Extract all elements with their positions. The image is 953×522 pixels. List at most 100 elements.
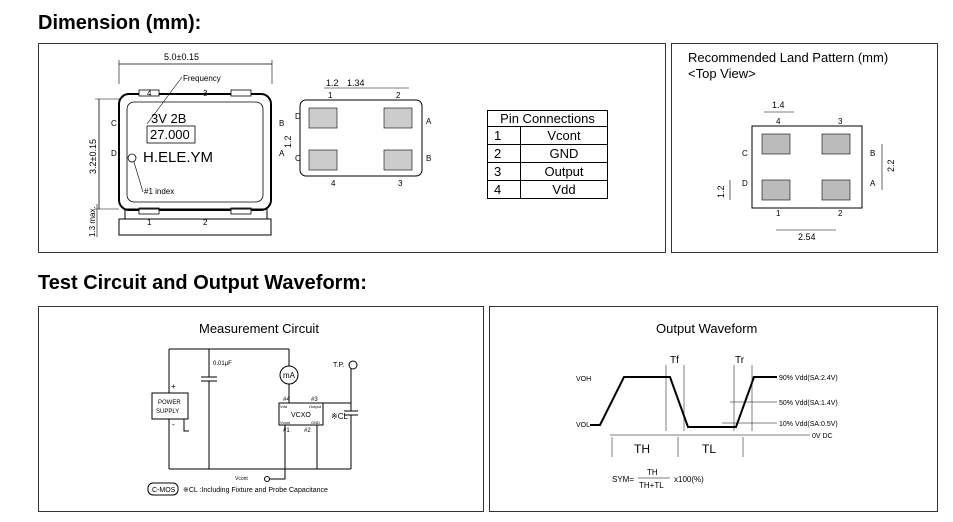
pin-cell: 4 xyxy=(487,180,521,199)
frequency-callout: Frequency xyxy=(183,74,221,83)
circuit-schematic: 0.01μF mA POWER SUPPLY + - VCXO Vdd Outp… xyxy=(147,348,358,496)
pin-cell: 1 xyxy=(487,126,521,145)
circuit-title: Measurement Circuit xyxy=(199,321,319,336)
land-pattern-subtitle: <Top View> xyxy=(688,66,756,81)
pin-name-cell: Vcont xyxy=(520,126,608,145)
land-dim-right: 2.2 xyxy=(886,159,896,172)
circuit-panel: Measurement Circuit 0.01μF mA POWER SUPP… xyxy=(38,306,484,512)
land-dim-top: 1.4 xyxy=(772,100,785,110)
thickness-dimension: 1.3 max. xyxy=(88,206,97,237)
land-pattern-drawing: 1.4 4 3 1 2 C D B A 2.2 1.2 2.54 xyxy=(716,100,896,242)
land-pin-4: 4 xyxy=(776,117,781,126)
bottom-letter-a: A xyxy=(426,117,432,126)
pin-num-1: #1 xyxy=(283,428,290,434)
height-dimension: 3.2±0.15 xyxy=(88,139,98,174)
land-pin-3: 3 xyxy=(838,117,843,126)
pin-cell: 3 xyxy=(487,162,521,181)
sym-suffix: x100(%) xyxy=(674,475,704,484)
dimension-section-title: Dimension (mm): xyxy=(38,12,202,34)
sym-denominator: TH+TL xyxy=(639,481,664,490)
bottom-letter-c: C xyxy=(295,154,301,163)
test-point xyxy=(348,360,358,370)
test-section-title: Test Circuit and Output Waveform: xyxy=(38,272,367,294)
waveform-panel: Output Waveform VOH VOL Tf Tr 90% Vdd(SA… xyxy=(489,306,938,512)
pin-number-2: 2 xyxy=(203,218,208,227)
pin-num-4: #4 xyxy=(283,397,290,403)
pin-letter-d: D xyxy=(111,149,117,158)
vcont-input-label: Vcont xyxy=(235,476,248,482)
bottom-dim-a: 1.2 xyxy=(326,78,339,88)
package-side-view: 1.3 max. xyxy=(88,204,272,237)
pin-table-header: Pin Connections xyxy=(487,110,608,127)
waveform-diagram: VOH VOL Tf Tr 90% Vdd(SA:2.4V) 50% Vdd(S… xyxy=(576,355,838,490)
th-label: TH xyxy=(634,442,650,456)
land-dim-left: 1.2 xyxy=(716,185,726,198)
sym-prefix: SYM= xyxy=(612,475,634,484)
power-plus: + xyxy=(171,382,176,391)
marking-line-3: H.ELE.YM xyxy=(143,149,213,166)
pin-letter-b: B xyxy=(279,119,284,128)
marking-line-1: 3V 2B xyxy=(151,111,186,126)
level-0: 0V DC xyxy=(812,433,833,440)
vcont-pin-label: Vcont xyxy=(280,420,291,425)
vol-label: VOL xyxy=(576,422,590,429)
bottom-pin-4: 4 xyxy=(331,179,336,188)
power-label-2: SUPPLY xyxy=(156,409,179,415)
marking-line-2: 27.000 xyxy=(150,127,190,142)
pin-number-3: 3 xyxy=(203,89,208,98)
vcxo-label: VCXO xyxy=(291,412,311,419)
pin-name-cell: Output xyxy=(520,162,608,181)
power-label-1: POWER xyxy=(158,400,181,406)
tl-label: TL xyxy=(702,442,716,456)
power-supply-box xyxy=(151,392,189,420)
cap-value: 0.01μF xyxy=(213,361,232,367)
land-dim-bottom: 2.54 xyxy=(798,232,816,242)
pin-number-4: 4 xyxy=(147,89,152,98)
power-minus: - xyxy=(172,420,175,429)
pin-num-2: #2 xyxy=(304,428,311,434)
land-letter-c: C xyxy=(742,149,748,158)
pin-cell: 2 xyxy=(487,144,521,163)
pin-number-1: 1 xyxy=(147,218,152,227)
tf-label: Tf xyxy=(670,355,679,366)
pin-letter-c: C xyxy=(111,119,117,128)
gnd-pin-label: GND xyxy=(311,420,320,425)
tr-label: Tr xyxy=(735,355,745,366)
pin-name-cell: GND xyxy=(520,144,608,163)
cmos-badge xyxy=(147,482,179,496)
level-50: 50% Vdd(SA:1.4V) xyxy=(779,400,838,407)
land-letter-d: D xyxy=(742,179,748,188)
index-callout: #1 index xyxy=(144,187,174,196)
vdd-pin-label: Vdd xyxy=(280,404,287,409)
land-pin-2: 2 xyxy=(838,209,843,218)
bottom-pin-2: 2 xyxy=(396,91,401,100)
cmos-badge-label: C-MOS xyxy=(152,487,176,494)
pin-num-3: #3 xyxy=(311,397,318,403)
land-letter-a: A xyxy=(870,179,876,188)
sym-numerator: TH xyxy=(647,468,658,477)
package-top-view: 5.0±0.15 Frequency 3.2±0.15 4 3 1 2 C D … xyxy=(88,52,285,227)
waveform-title: Output Waveform xyxy=(656,321,758,336)
voh-label: VOH xyxy=(576,376,591,383)
land-pattern-panel: Recommended Land Pattern (mm) <Top View>… xyxy=(671,43,938,253)
dimension-drawing: 5.0±0.15 Frequency 3.2±0.15 4 3 1 2 C D … xyxy=(88,52,432,237)
circuit-note: ※CL :Including Fixture and Probe Capacit… xyxy=(183,487,328,494)
land-letter-b: B xyxy=(870,149,875,158)
bottom-pin-3: 3 xyxy=(398,179,403,188)
vcxo-box xyxy=(278,402,324,426)
pin-letter-a: A xyxy=(279,149,285,158)
dimension-panel: 5.0±0.15 Frequency 3.2±0.15 4 3 1 2 C D … xyxy=(38,43,666,253)
bottom-letter-d: D xyxy=(295,112,301,121)
level-10: 10% Vdd(SA:0.5V) xyxy=(779,421,838,428)
width-dimension: 5.0±0.15 xyxy=(164,52,199,62)
land-pattern-title: Recommended Land Pattern (mm) xyxy=(688,50,889,65)
bottom-pin-1: 1 xyxy=(328,91,333,100)
waveform-trace xyxy=(590,376,777,428)
out-pin-label: Output xyxy=(309,404,322,409)
test-point-label: T.P. xyxy=(333,362,344,369)
